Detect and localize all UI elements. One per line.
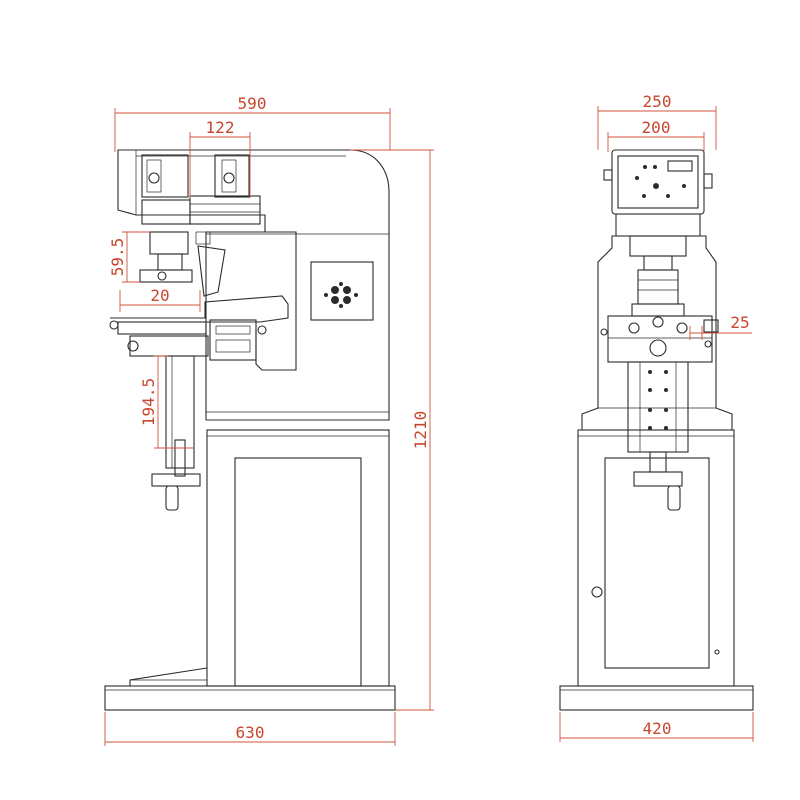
dim-label-122: 122 (206, 118, 235, 137)
front-body (581, 235, 733, 431)
side-panel-buttons (324, 282, 358, 308)
dim-label-194-5: 194.5 (139, 378, 158, 426)
dim-label-250: 250 (643, 92, 672, 111)
side-control-panel (310, 261, 374, 321)
front-column (627, 361, 689, 453)
dim-label-200: 200 (642, 118, 671, 137)
side-base-plate (104, 685, 396, 711)
side-stand-frame (206, 429, 390, 687)
dim-label-20: 20 (150, 286, 169, 305)
front-pad-head (637, 269, 679, 305)
front-handwheel (633, 471, 683, 487)
dim-label-1210: 1210 (411, 411, 430, 450)
side-stand-inner (234, 457, 362, 687)
front-stand (577, 429, 735, 687)
dim-label-590: 590 (238, 94, 267, 113)
dim-label-420: 420 (643, 719, 672, 738)
dim-label-630: 630 (236, 723, 265, 742)
side-dimensions: 590 122 20 630 59.5 194.5 1210 (104, 94, 434, 746)
front-dimensions: 250 200 25 420 (559, 92, 754, 742)
side-plate (110, 295, 289, 323)
front-door-knob (591, 586, 603, 598)
front-slide (607, 315, 713, 363)
dim-label-25: 25 (730, 313, 749, 332)
front-head (611, 149, 705, 215)
dim-label-59-5: 59.5 (108, 238, 127, 277)
side-pad (139, 269, 193, 283)
side-column (165, 355, 195, 469)
front-base-plate (559, 685, 754, 711)
side-view (104, 149, 396, 711)
front-view (559, 149, 754, 711)
